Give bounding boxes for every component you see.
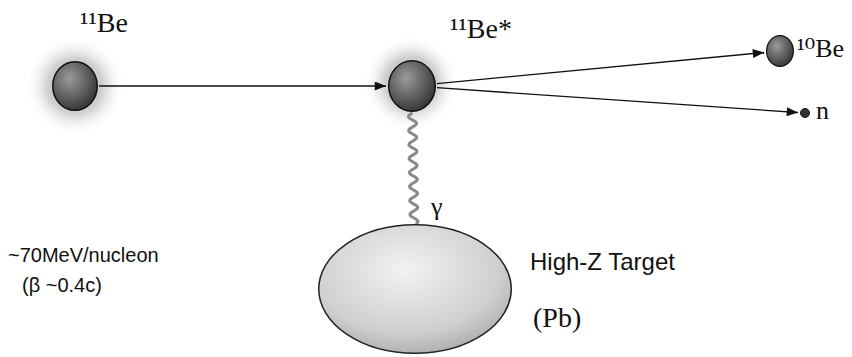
target-label: High-Z Target [530,248,675,276]
particle-label: n [816,96,829,126]
beam-energy-note: (β ~0.4c) [22,274,102,297]
nucleus-label: ¹⁰Be [797,34,844,64]
node-shape [53,62,98,111]
node-outline [318,224,512,354]
node-outline [52,61,98,111]
beam-energy-note: ~70MeV/nucleon [8,244,159,267]
node-outline [766,35,794,67]
neutron-dot: n [800,108,810,118]
nucleus-label: ¹¹Be [80,7,128,39]
photon-wave [409,113,418,224]
fragment-nucleus: ¹⁰Be [766,35,794,67]
target-ellipse: High-Z Target(Pb) [318,224,512,354]
trajectory-arrow [437,53,764,84]
photon-label: γ [431,192,443,222]
trajectory-arrow [99,85,386,86]
node-outline [388,60,436,112]
target-label: (Pb) [533,302,581,334]
node-shape [801,109,810,118]
excited-nucleus-core: ¹¹Be* [388,60,436,112]
node-outline [800,108,810,118]
nucleus-core: ¹¹Be [52,61,98,111]
nucleus-label: ¹¹Be* [450,13,512,45]
node-shape [319,225,512,354]
node-shape [389,61,436,112]
trajectory-arrow [437,88,798,113]
node-shape [767,36,794,67]
